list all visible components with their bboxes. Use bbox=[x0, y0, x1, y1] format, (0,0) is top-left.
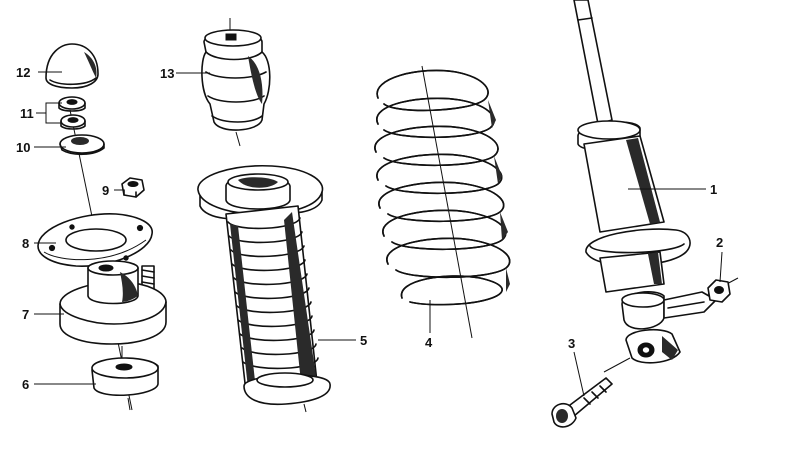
callout-12: 12 bbox=[16, 65, 30, 80]
part-6-seat[interactable] bbox=[91, 346, 159, 411]
callout-13: 13 bbox=[160, 66, 174, 81]
part-12-dust-cap[interactable] bbox=[45, 43, 99, 89]
leader-11 bbox=[36, 102, 62, 124]
dust-boot-bellows bbox=[225, 205, 319, 393]
part-2-nut[interactable] bbox=[707, 277, 739, 303]
part-3-bolt[interactable] bbox=[551, 357, 631, 428]
leader-lines bbox=[34, 71, 723, 397]
callout-10: 10 bbox=[16, 140, 30, 155]
part-5-dust-boot[interactable] bbox=[197, 165, 331, 413]
part-13-bump-stop[interactable] bbox=[201, 18, 271, 147]
callout-11: 11 bbox=[20, 106, 34, 121]
callout-4: 4 bbox=[425, 335, 433, 350]
callout-5: 5 bbox=[360, 333, 367, 348]
callout-8: 8 bbox=[22, 236, 29, 251]
callout-1: 1 bbox=[710, 182, 717, 197]
coil-spring-turns bbox=[374, 69, 511, 306]
part-10-washer[interactable] bbox=[59, 134, 105, 156]
part-11-nut-lower[interactable] bbox=[60, 114, 86, 130]
part-8-gasket[interactable] bbox=[37, 213, 153, 267]
part-4-coil-spring[interactable] bbox=[374, 65, 511, 339]
leader-3 bbox=[573, 351, 585, 397]
callout-3: 3 bbox=[568, 336, 575, 351]
leader-2 bbox=[719, 251, 723, 283]
callout-9: 9 bbox=[102, 183, 109, 198]
callout-6: 6 bbox=[22, 377, 29, 392]
part-7-upper-mount[interactable] bbox=[59, 260, 167, 345]
callout-labels: 12 11 10 9 8 7 6 13 5 4 1 2 3 bbox=[16, 65, 723, 392]
callout-2: 2 bbox=[716, 235, 723, 250]
part-9-nut[interactable] bbox=[121, 177, 145, 198]
callout-7: 7 bbox=[22, 307, 29, 322]
part-1-strut[interactable] bbox=[573, 0, 717, 364]
part-11-nut-upper[interactable] bbox=[58, 96, 86, 112]
